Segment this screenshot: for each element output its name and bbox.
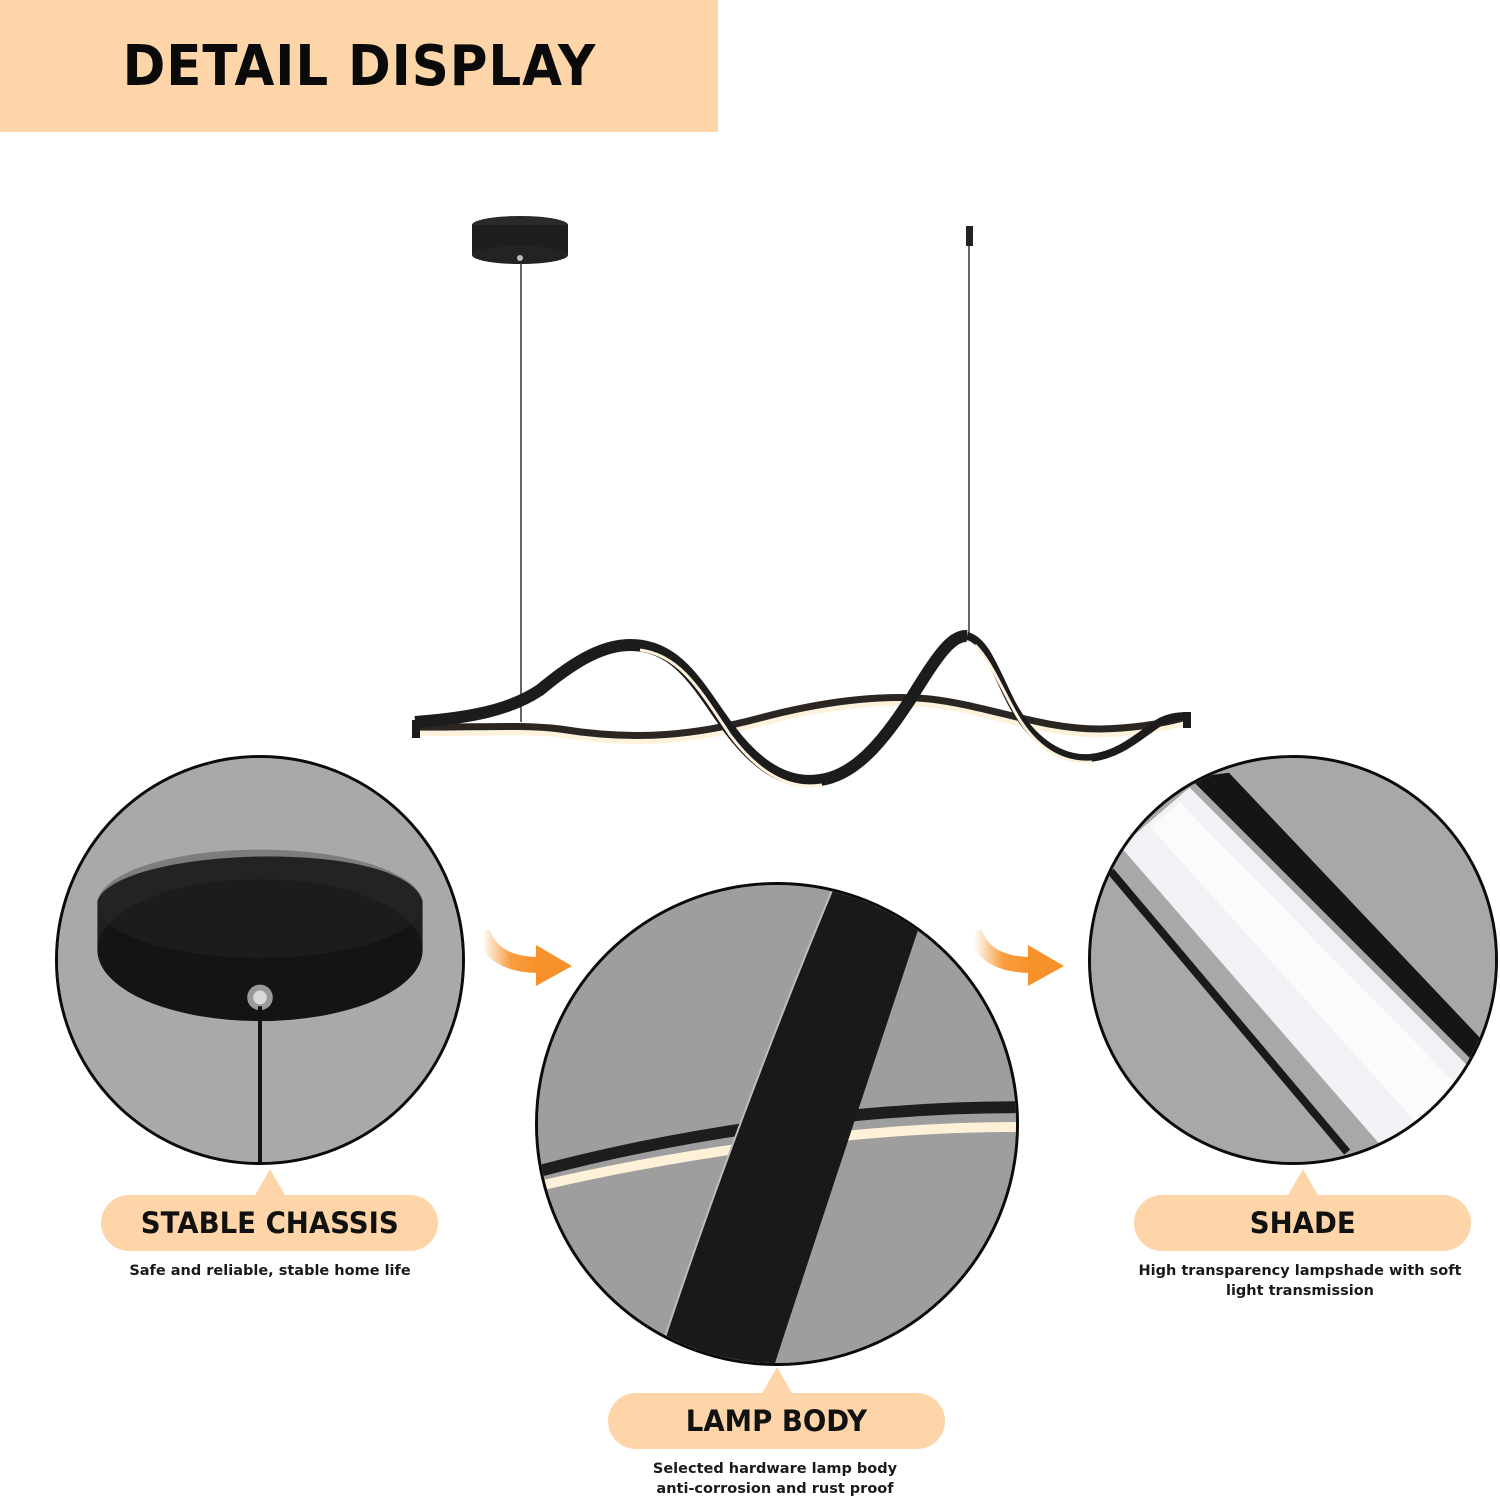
caption-stable-chassis: Safe and reliable, stable home life bbox=[90, 1261, 450, 1281]
product-hero-image bbox=[412, 216, 1192, 788]
caption-lamp-body: Selected hardware lamp body anti-corrosi… bbox=[590, 1459, 960, 1499]
detail-image-lamp-body bbox=[535, 882, 1019, 1366]
lampshade-closeup-icon bbox=[1091, 758, 1495, 1162]
wave-pendant-light-icon bbox=[412, 216, 1192, 788]
caption-shade: High transparency lampshade with soft li… bbox=[1120, 1261, 1480, 1301]
caption-line: Selected hardware lamp body bbox=[652, 1461, 898, 1477]
lamp-body-closeup-icon bbox=[538, 885, 1016, 1363]
ceiling-canopy-closeup-icon bbox=[58, 758, 462, 1162]
header-band: DETAIL DISPLAY bbox=[0, 0, 718, 132]
callout-label: SHADE bbox=[1249, 1206, 1356, 1240]
callout-stable-chassis: STABLE CHASSIS bbox=[101, 1195, 438, 1251]
callout-lamp-body: LAMP BODY bbox=[608, 1393, 945, 1449]
detail-image-shade bbox=[1088, 755, 1498, 1165]
callout-label: LAMP BODY bbox=[685, 1404, 868, 1438]
callout-label: STABLE CHASSIS bbox=[140, 1206, 399, 1240]
caption-line: High transparency lampshade with soft bbox=[1138, 1263, 1462, 1279]
caption-text: Safe and reliable, stable home life bbox=[129, 1263, 411, 1279]
detail-image-chassis bbox=[55, 755, 465, 1165]
caption-line: light transmission bbox=[1225, 1283, 1375, 1299]
caption-line: anti-corrosion and rust proof bbox=[656, 1481, 894, 1497]
page-title: DETAIL DISPLAY bbox=[122, 33, 596, 99]
curved-arrow-right-icon bbox=[962, 910, 1072, 1000]
callout-shade: SHADE bbox=[1134, 1195, 1471, 1251]
curved-arrow-right-icon bbox=[470, 910, 580, 1000]
